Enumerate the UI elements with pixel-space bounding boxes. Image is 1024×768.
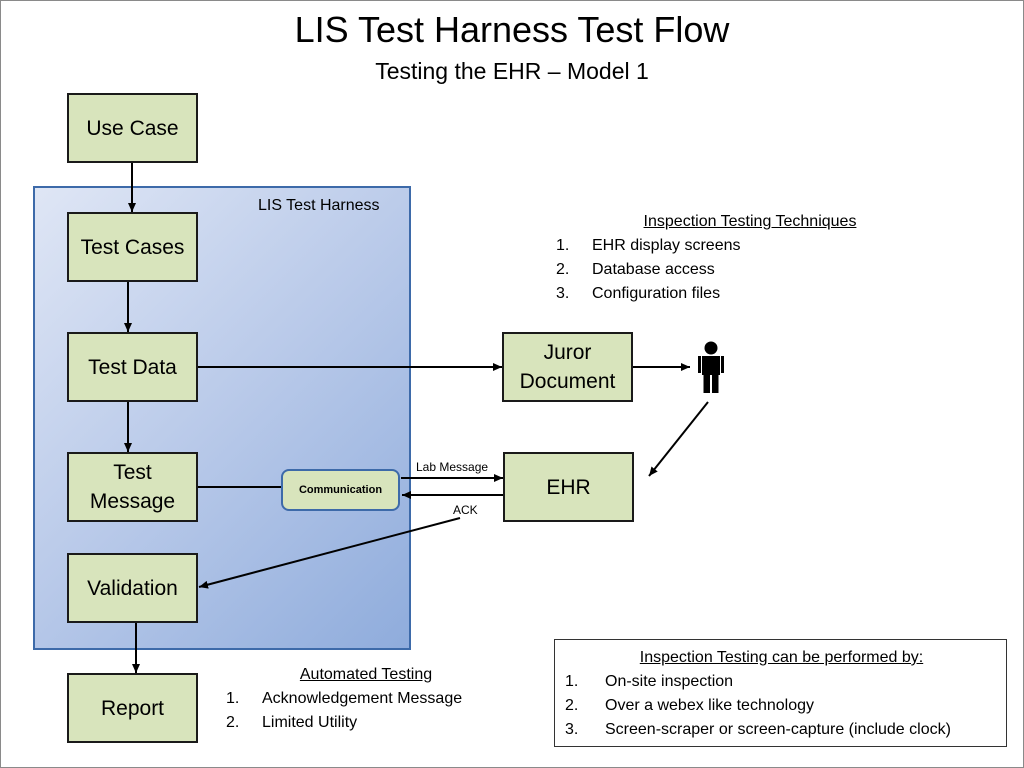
test-data-box: Test Data [67,332,198,402]
lab-message-label: Lab Message [416,460,489,474]
inspection-techniques-heading: Inspection Testing Techniques [643,213,857,230]
ehr-box: EHR [503,452,634,522]
communication-box: Communication [281,469,400,511]
inspection-performed-box: Inspection Testing can be performed by: … [554,639,1007,747]
person-icon [698,341,724,393]
inspection-techniques-list: Inspection Testing Techniques 1.EHR disp… [556,210,886,306]
list-item: 2.Over a webex like technology [565,697,814,714]
use-case-box: Use Case [67,93,198,163]
list-item: 3.Configuration files [556,285,721,302]
list-item: 2.Limited Utility [226,714,358,731]
ack-label: ACK [453,503,478,517]
list-item: 1.Acknowledgement Message [226,690,463,707]
page-subtitle: Testing the EHR – Model 1 [375,58,649,84]
list-item: 2.Database access [556,261,715,278]
page-title: LIS Test Harness Test Flow [294,9,730,50]
list-item: 3.Screen-scraper or screen-capture (incl… [565,721,951,738]
harness-label: LIS Test Harness [258,197,380,214]
validation-box: Validation [67,553,198,623]
report-box: Report [67,673,198,743]
arrow-person-to-ehr [648,401,709,477]
test-message-box: Test Message [67,452,198,522]
automated-testing-list: Automated Testing 1.Acknowledgement Mess… [226,663,516,735]
automated-testing-heading: Automated Testing [299,666,433,683]
inspection-performed-heading: Inspection Testing can be performed by: [639,649,924,666]
arrow-ack-to-validation [198,517,461,589]
list-item: 1.EHR display screens [556,237,741,254]
juror-document-box: Juror Document [502,332,633,402]
test-cases-box: Test Cases [67,212,198,282]
list-item: 1.On-site inspection [565,673,734,690]
